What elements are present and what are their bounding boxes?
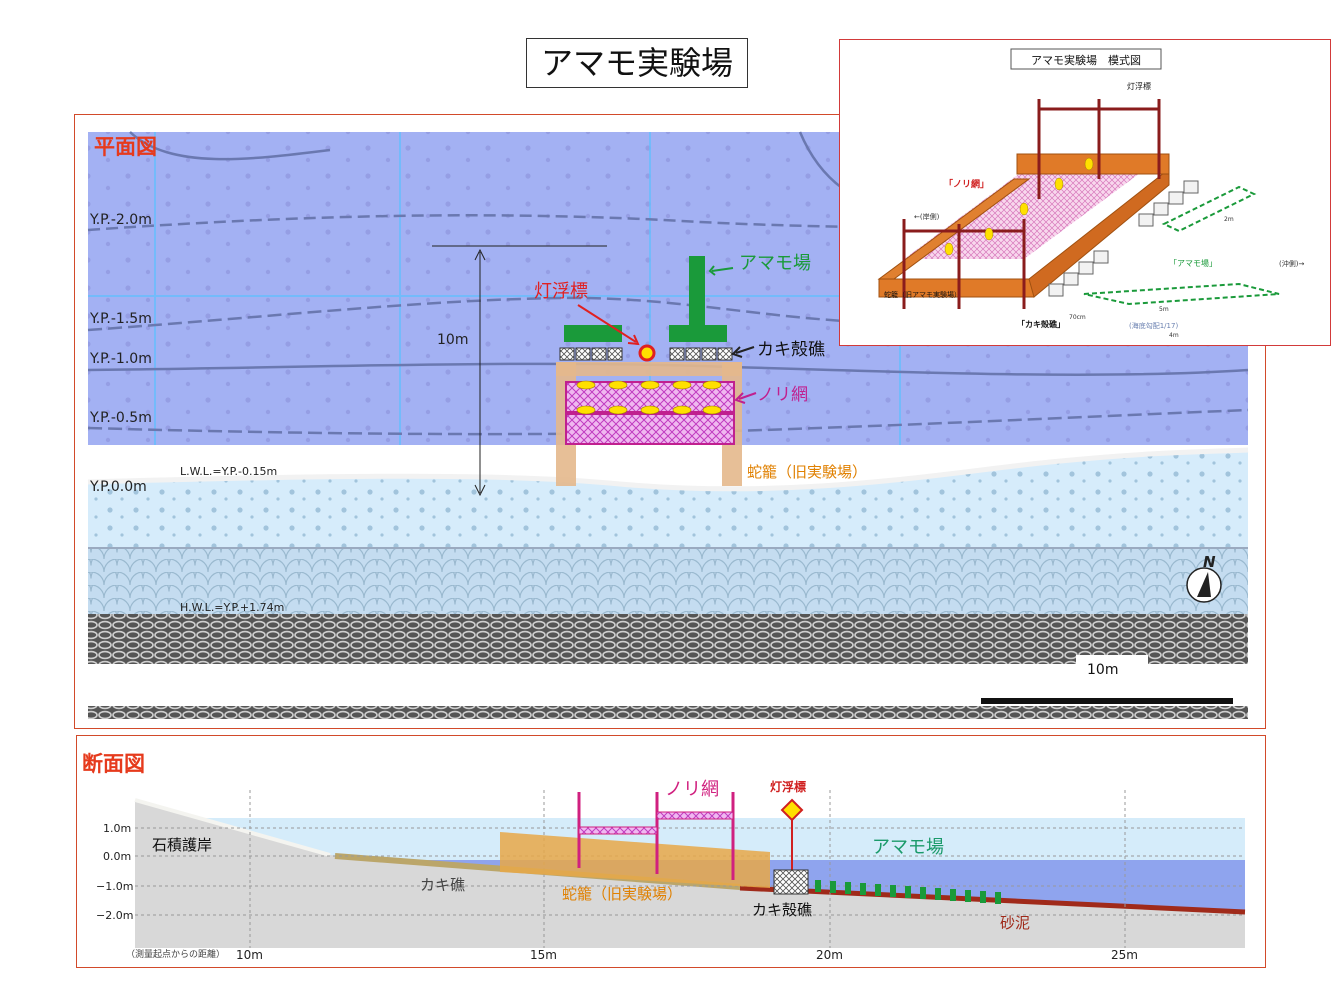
eelgrass-bed <box>564 325 622 342</box>
north-label: N <box>1203 553 1216 571</box>
section-x-note: （測量起点からの距離） <box>126 948 225 960</box>
inset-label-gabion: 蛇籠（旧アマモ実験場） <box>884 290 961 299</box>
contour-label: Y.P.-2.0m <box>89 212 152 228</box>
inset-label-buoy: 灯浮標 <box>1127 81 1151 91</box>
inset-label-slope: (海底勾配1/17) <box>1129 321 1178 330</box>
dimension-label: 10m <box>437 332 468 348</box>
label-buoy: 灯浮標 <box>534 281 588 302</box>
contour-label: Y.P.-1.0m <box>89 351 152 367</box>
page-title: アマモ実験場 <box>526 38 748 88</box>
label-amamo-section: アマモ場 <box>872 837 944 858</box>
scale-bar <box>981 698 1233 704</box>
contour-label: Y.P.-0.5m <box>89 410 152 426</box>
inset-title: アマモ実験場 模式図 <box>1031 53 1141 67</box>
section-x-tick: 20m <box>816 948 843 962</box>
seawall-mesh-bottom <box>88 706 1248 719</box>
section-y-tick: 1.0m <box>103 822 131 835</box>
contour-label: Y.P.0.0m <box>89 479 147 495</box>
inset-nori-net <box>904 159 1159 259</box>
label-sand-mud: 砂泥 <box>1000 914 1030 932</box>
section-view-frame <box>76 735 1266 968</box>
inset-label-land-side: ←(岸側) <box>914 212 940 221</box>
inset-dim-2m: 2m <box>1224 216 1234 223</box>
section-buoy-icon <box>780 798 804 822</box>
seawall-mesh <box>88 614 1248 664</box>
section-ground <box>135 800 1245 948</box>
label-oyster-shell-section: カキ殻礁 <box>752 901 812 919</box>
label-gabion: 蛇籠（旧実験場） <box>747 463 867 481</box>
eelgrass-bed <box>689 256 705 336</box>
hwl-label: H.W.L.=Y.P.+1.74m <box>180 601 284 614</box>
contour-label: Y.P.-1.5m <box>89 311 152 327</box>
buoy-marker <box>638 344 656 362</box>
inset-label-oyster: 「カキ殻礁」 <box>1017 319 1065 329</box>
plan-heading: 平面図 <box>94 135 157 159</box>
label-oyster-reef: カキ殻礁 <box>757 340 825 360</box>
gabion-top <box>556 362 742 376</box>
label-oyster-reef-section: カキ礁 <box>420 876 465 894</box>
inset-dim-70cm: 70cm <box>1069 314 1086 321</box>
section-y-tick: −1.0m <box>96 880 133 893</box>
label-nori-net-section: ノリ網 <box>665 779 719 800</box>
inset-label-offshore: (沖側)→ <box>1279 259 1304 268</box>
inset-label-amamo: 「アマモ場」 <box>1169 258 1217 268</box>
label-seawall: 石積護岸 <box>152 836 212 854</box>
section-oyster-box <box>773 869 809 895</box>
inset-dim-5m: 5m <box>1159 306 1169 313</box>
inset-label-nori: 「ノリ網」 <box>944 178 989 190</box>
section-heading: 断面図 <box>82 752 145 776</box>
lwl-label: L.W.L.=Y.P.-0.15m <box>180 465 277 478</box>
label-amamo: アマモ場 <box>739 253 811 274</box>
section-x-tick: 25m <box>1111 948 1138 962</box>
section-x-tick: 15m <box>530 948 557 962</box>
label-gabion-section: 蛇籠（旧実験場） <box>562 885 682 903</box>
section-x-tick: 10m <box>236 948 263 962</box>
label-buoy-section: 灯浮標 <box>770 779 806 794</box>
section-y-tick: −2.0m <box>96 909 133 922</box>
section-gabion <box>500 832 770 888</box>
plan-view-frame <box>74 114 1266 729</box>
scale-label: 10m <box>1087 662 1118 678</box>
section-y-tick: 0.0m <box>103 850 131 863</box>
label-nori-net: ノリ網 <box>757 385 808 405</box>
inset-dim-4m: 4m <box>1169 332 1179 339</box>
inset-diagram: アマモ実験場 模式図 灯浮標 「ノリ網」 ←(岸側) (沖側)→ 「アマモ場」 … <box>877 48 1304 339</box>
